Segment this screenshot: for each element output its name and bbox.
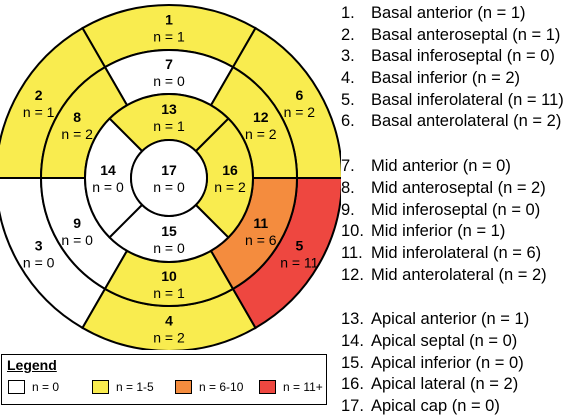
segment-count: n = 1	[153, 285, 185, 301]
segment-number: 6	[295, 87, 303, 103]
segment-number: 4	[165, 313, 173, 329]
segment-number: 14	[100, 162, 116, 178]
segment-6: 6n = 2	[231, 26, 341, 179]
segment-count: n = 6	[245, 232, 277, 248]
segment-count: n = 0	[153, 73, 185, 89]
segment-count: n = 2	[214, 179, 246, 195]
segment-number: 12	[253, 109, 269, 125]
segment-list-item-7: 7.Mid anterior (n = 0)	[341, 157, 511, 176]
legend-item-n6-10: n = 6-10	[175, 380, 243, 394]
segment-number: 8	[73, 109, 81, 125]
segment-number: 10	[161, 268, 177, 284]
segment-list-item-10: 10.Mid inferior (n = 1)	[341, 222, 506, 241]
legend-swatch	[259, 380, 276, 394]
legend-label: n = 11+	[283, 380, 323, 394]
segment-list-item-8: 8.Mid anteroseptal (n = 2)	[341, 178, 546, 197]
segment-list-item-5: 5.Basal inferolateral (n = 11)	[341, 90, 564, 109]
segment-count: n = 0	[92, 179, 124, 195]
segment-list-item-16: 16.Apical lateral (n = 2)	[341, 375, 519, 394]
legend-title: Legend	[7, 357, 57, 373]
legend-item-n0: n = 0	[8, 380, 59, 394]
segment-number: 15	[161, 223, 177, 239]
segment-number: 9	[73, 215, 81, 231]
segment-shape	[130, 139, 208, 217]
segment-count: n = 2	[284, 104, 316, 120]
legend-swatch	[8, 380, 25, 394]
segment-number: 7	[165, 56, 173, 72]
segment-count: n = 0	[61, 232, 93, 248]
segment-count: n = 1	[153, 118, 185, 134]
segment-list-item-14: 14.Apical septal (n = 0)	[341, 331, 518, 350]
legend-label: n = 1-5	[116, 380, 154, 394]
segment-count: n = 1	[153, 29, 185, 45]
segment-number: 3	[35, 237, 43, 253]
legend-label: n = 0	[32, 380, 60, 394]
legend-swatch	[92, 380, 109, 394]
segment-15: 15n = 0	[108, 203, 230, 263]
segment-list-item-12: 12.Mid anterolateral (n = 2)	[341, 265, 547, 284]
segment-list: 1.Basal anterior (n = 1) 2.Basal anteros…	[341, 3, 564, 418]
legend: Legend n = 0 n = 1-5 n = 6-10 n = 11+	[1, 354, 327, 405]
legend-swatch	[175, 380, 192, 394]
segment-list-item-3: 3.Basal inferoseptal (n = 0)	[341, 47, 555, 66]
segment-list-item-13: 13.Apical anterior (n = 1)	[341, 310, 530, 329]
segment-list-item-1: 1.Basal anterior (n = 1)	[341, 4, 526, 22]
segment-count: n = 0	[23, 254, 55, 270]
segment-number: 13	[161, 101, 177, 117]
segment-count: n = 1	[23, 104, 55, 120]
segment-number: 17	[161, 162, 177, 178]
segment-count: n = 2	[245, 126, 277, 142]
segment-number: 2	[35, 87, 43, 103]
legend-item-n11-plus: n = 11+	[259, 380, 323, 394]
segment-list-item-15: 15.Apical inferior (n = 0)	[341, 353, 524, 372]
segment-14: 14n = 0	[84, 117, 144, 239]
segment-list-item-9: 9.Mid inferoseptal (n = 0)	[341, 200, 541, 219]
segment-count: n = 11	[280, 254, 318, 270]
legend-label: n = 6-10	[199, 380, 244, 394]
segment-number: 1	[165, 12, 173, 28]
segment-count: n = 0	[153, 179, 185, 195]
segment-number: 11	[253, 215, 268, 231]
segment-number: 5	[295, 237, 303, 253]
segment-number: 16	[222, 162, 238, 178]
segment-count: n = 0	[153, 240, 185, 256]
segment-list-item-17: 17.Apical cap (n = 0)	[341, 397, 500, 415]
segment-list-item-11: 11.Mid inferolateral (n = 6)	[341, 243, 542, 262]
segment-list-item-4: 4.Basal inferior (n = 2)	[341, 69, 521, 88]
segment-count: n = 2	[153, 330, 185, 346]
segment-list-item-2: 2.Basal anteroseptal (n = 1)	[341, 25, 561, 44]
segment-17: 17n = 0	[130, 139, 208, 217]
legend-item-n1-5: n = 1-5	[92, 380, 154, 394]
segment-count: n = 2	[61, 126, 93, 142]
segment-list-item-6: 6.Basal anterolateral (n = 2)	[341, 112, 562, 131]
